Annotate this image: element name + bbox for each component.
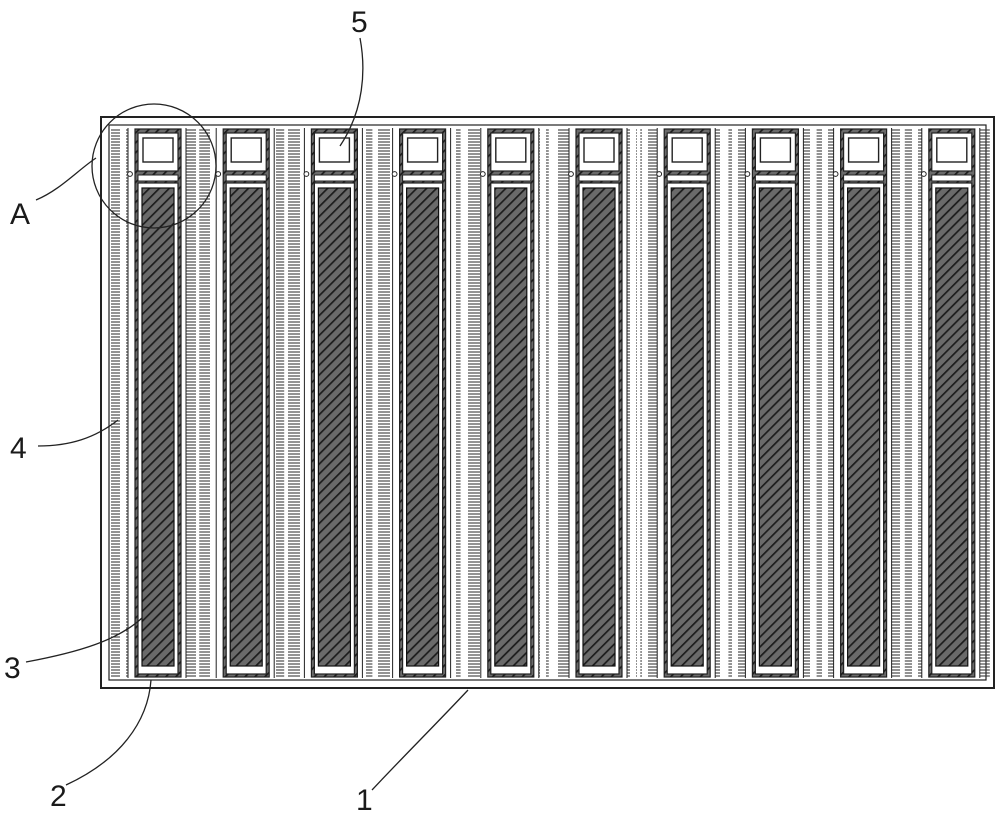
window-pane xyxy=(847,137,880,163)
label-4: 4 xyxy=(10,432,27,465)
label-3: 3 xyxy=(4,652,21,685)
divider-band xyxy=(402,174,444,182)
scale-strip-right xyxy=(803,128,814,678)
window-pane xyxy=(759,137,792,163)
scale-strip-left xyxy=(552,128,569,678)
divider-band xyxy=(313,174,355,182)
filler-bar xyxy=(494,187,528,667)
scale-strip-left xyxy=(904,128,922,678)
filler-bar xyxy=(758,187,793,667)
scale-strip-right xyxy=(362,128,373,678)
scale-strip-left xyxy=(816,128,834,678)
scale-strip-left xyxy=(199,128,217,678)
label-1: 1 xyxy=(356,784,373,816)
filler-bar xyxy=(317,187,351,667)
scale-strip-left xyxy=(463,128,481,678)
scale-strip-right xyxy=(274,128,285,678)
divider-band xyxy=(931,174,973,182)
divider-band xyxy=(225,174,267,182)
divider-band xyxy=(578,174,620,182)
marker-dot xyxy=(920,171,927,177)
marker-dot xyxy=(744,171,751,177)
marker-dot xyxy=(215,171,222,177)
filler-bar xyxy=(141,187,175,667)
marker-dot xyxy=(832,171,839,177)
marker-dot xyxy=(127,171,133,177)
scale-strip-left xyxy=(111,128,128,678)
filler-bar xyxy=(406,187,440,667)
label-a: A xyxy=(10,198,30,231)
window-pane xyxy=(230,137,262,163)
divider-band xyxy=(490,174,532,182)
scale-strip-right xyxy=(538,128,549,678)
leader-line-1 xyxy=(371,689,469,791)
leader-line-4 xyxy=(37,419,119,447)
window-pane xyxy=(583,137,615,163)
scale-strip-right xyxy=(891,128,902,678)
divider-band xyxy=(754,174,796,182)
marker-dot xyxy=(656,171,663,177)
scale-strip-left xyxy=(375,128,393,678)
window-pane xyxy=(406,137,439,163)
label-2: 2 xyxy=(50,780,67,813)
divider-band xyxy=(843,174,885,182)
filler-bar xyxy=(935,187,969,667)
window-pane xyxy=(318,137,351,163)
filler-bar xyxy=(670,187,704,667)
filler-bar xyxy=(846,187,881,667)
leader-line-2 xyxy=(65,679,152,786)
leader-line-a xyxy=(35,157,97,201)
filler-bar xyxy=(582,187,616,667)
detail-circle xyxy=(91,103,217,229)
marker-dot xyxy=(568,171,574,177)
window-pane xyxy=(495,137,527,163)
label-5: 5 xyxy=(351,6,368,39)
scale-strip-right xyxy=(715,128,726,678)
scale-strip-left xyxy=(287,128,305,678)
scale-strip-right xyxy=(186,128,196,678)
marker-dot xyxy=(303,171,310,177)
divider-band xyxy=(666,174,708,182)
window-pane xyxy=(936,137,968,163)
leader-line-3 xyxy=(25,617,143,663)
scale-strip-left xyxy=(728,128,746,678)
marker-dot xyxy=(479,171,486,177)
channel-group xyxy=(111,128,990,678)
filler-bar xyxy=(229,187,263,667)
scale-strip-right xyxy=(627,128,637,678)
window-pane xyxy=(142,137,174,163)
window-pane xyxy=(671,137,703,163)
divider-band xyxy=(137,174,179,182)
leader-line-5 xyxy=(339,37,364,147)
marker-dot xyxy=(391,171,398,177)
scale-strip-left xyxy=(640,128,658,678)
scale-strip-right xyxy=(979,128,990,678)
scale-strip-right xyxy=(450,128,461,678)
